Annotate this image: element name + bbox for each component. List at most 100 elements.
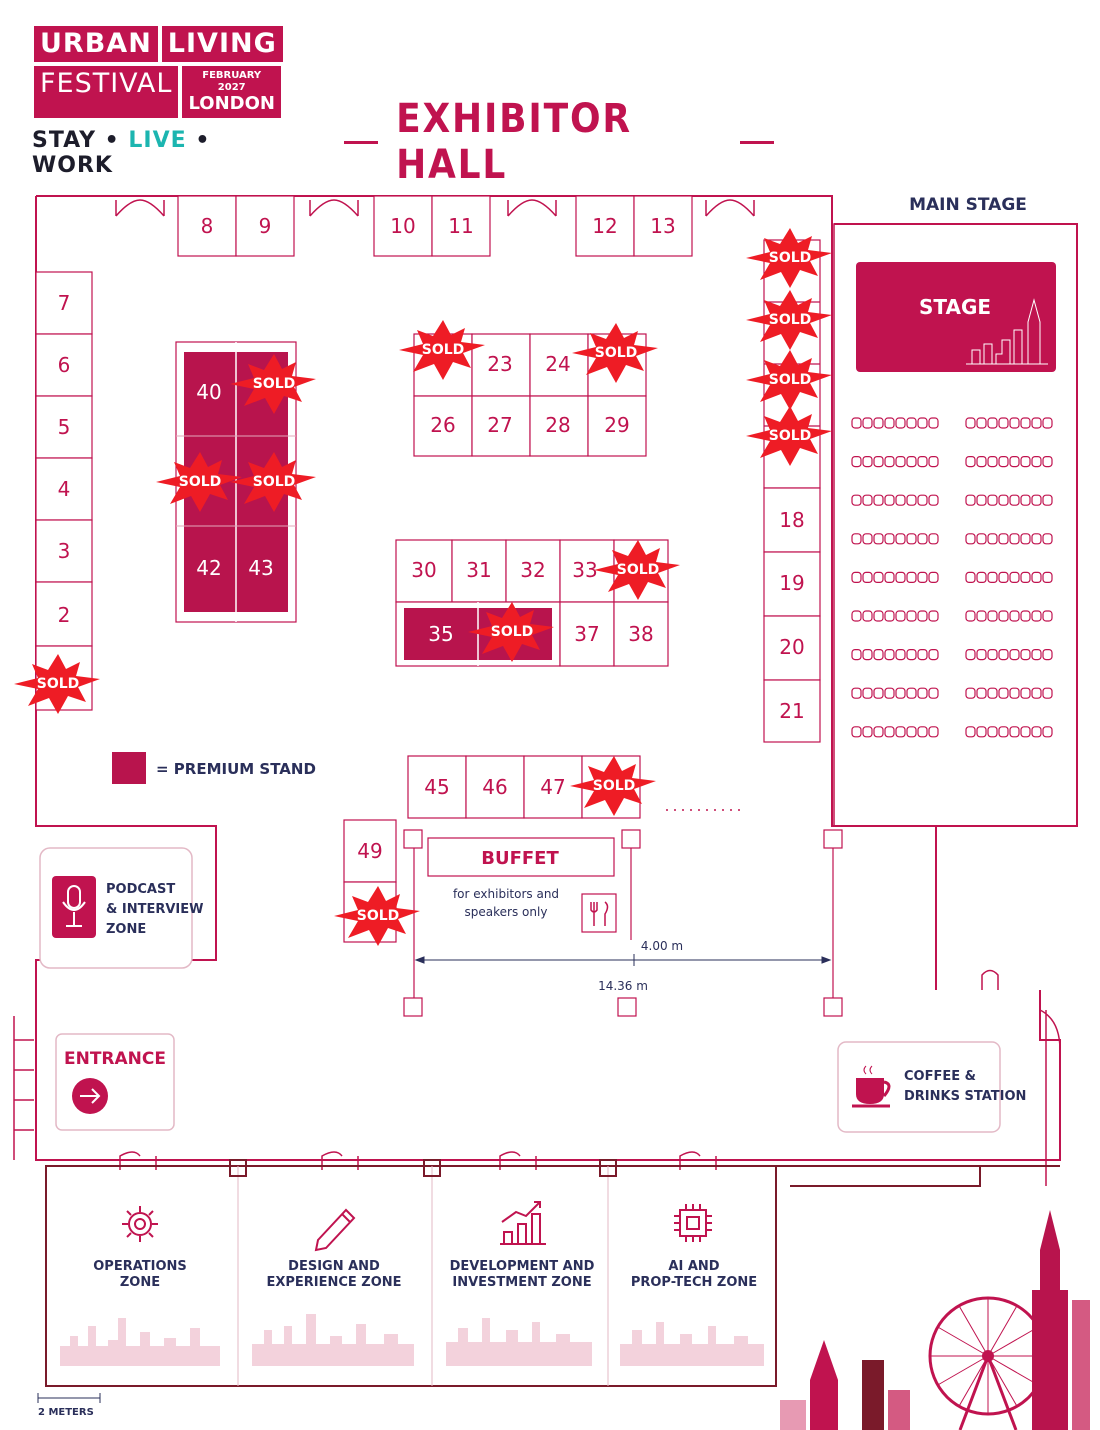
sold-badge: SOLD xyxy=(399,320,485,380)
buffet-note-1: for exhibitors and xyxy=(453,887,559,901)
zone-icons xyxy=(122,1201,712,1252)
stand-number[interactable]: 32 xyxy=(520,558,545,582)
london-skyline-decoration xyxy=(780,1210,1090,1430)
zone-label: EXPERIENCE ZONE xyxy=(266,1275,401,1290)
legend-premium-label: = PREMIUM STAND xyxy=(156,760,316,778)
stand-number[interactable]: 40 xyxy=(196,380,221,404)
svg-text:SOLD: SOLD xyxy=(253,474,296,490)
stand-number[interactable]: 18 xyxy=(779,508,804,532)
zone-label: OPERATIONS xyxy=(93,1259,187,1274)
sold-badge: SOLD xyxy=(468,602,554,662)
skyline-icon xyxy=(966,298,1048,365)
zone-label: DESIGN AND xyxy=(288,1259,380,1274)
stand-number[interactable]: 12 xyxy=(592,214,617,238)
stand-number[interactable]: 4 xyxy=(58,477,71,501)
podcast-label-1: PODCAST xyxy=(106,882,175,897)
stand-number[interactable]: 3 xyxy=(58,539,71,563)
coffee-cup-icon xyxy=(852,1065,891,1108)
stand-number[interactable]: 6 xyxy=(58,353,71,377)
stand-number[interactable]: 10 xyxy=(390,214,415,238)
stand-labels-bottom: 45 46 47 49 xyxy=(357,775,565,863)
stand-number[interactable]: 33 xyxy=(572,558,597,582)
sold-badge: SOLD xyxy=(746,350,832,410)
svg-text:SOLD: SOLD xyxy=(769,372,812,388)
sold-badge: SOLD xyxy=(746,290,832,350)
tagline-live: LIVE xyxy=(128,128,187,153)
stand-number[interactable]: 9 xyxy=(259,214,272,238)
seat-row-icon xyxy=(965,456,1053,468)
zone-skyline-decoration xyxy=(60,1314,764,1366)
stand-number[interactable]: 28 xyxy=(545,413,570,437)
stand-number[interactable]: 45 xyxy=(424,775,449,799)
stand-labels-right: 18 19 20 21 xyxy=(779,508,804,723)
sold-badge: SOLD xyxy=(230,354,316,414)
sold-badge: SOLD xyxy=(746,228,832,288)
stand-number[interactable]: 11 xyxy=(448,214,473,238)
stand-number[interactable]: 20 xyxy=(779,635,804,659)
logo-word-urban: URBAN xyxy=(32,24,160,64)
stand-number[interactable]: 42 xyxy=(196,556,221,580)
sold-badge: SOLD xyxy=(156,452,242,512)
stand-number[interactable]: 13 xyxy=(650,214,675,238)
seat-row-icon xyxy=(851,533,939,545)
stand-number[interactable]: 43 xyxy=(248,556,273,580)
stage-block[interactable] xyxy=(856,262,1056,372)
stand-number[interactable]: 2 xyxy=(58,603,71,627)
tagline-stay: STAY xyxy=(32,128,96,153)
coffee-box[interactable] xyxy=(837,1041,1001,1133)
buffet-title: BUFFET xyxy=(481,848,559,869)
stand-labels-center-a: 23 24 26 27 28 29 xyxy=(430,352,629,437)
dimension-short: 4.00 m xyxy=(641,939,683,953)
stand-number[interactable]: 8 xyxy=(201,214,214,238)
stand-number[interactable]: 7 xyxy=(58,291,71,315)
zone-label: ZONE xyxy=(120,1275,160,1290)
zone-label: PROP-TECH ZONE xyxy=(631,1275,757,1290)
stand-number[interactable]: 24 xyxy=(545,352,570,376)
stands-top-row xyxy=(177,195,693,257)
page-title-wrap: EXHIBITOR HALL xyxy=(344,96,774,188)
dimension-lines xyxy=(414,954,832,966)
tagline-separator: • xyxy=(104,128,120,153)
stand-number[interactable]: 31 xyxy=(466,558,491,582)
main-stage-label: MAIN STAGE xyxy=(909,195,1027,215)
entrance-label: ENTRANCE xyxy=(64,1049,166,1069)
stand-number[interactable]: 37 xyxy=(574,622,599,646)
svg-text:SOLD: SOLD xyxy=(491,624,534,640)
seat-row-icon xyxy=(965,726,1053,738)
legend-premium-swatch xyxy=(112,752,146,784)
growth-chart-icon xyxy=(500,1201,546,1245)
stand-number[interactable]: 19 xyxy=(779,571,804,595)
zone-labels: OPERATIONS ZONE DESIGN AND EXPERIENCE ZO… xyxy=(93,1259,757,1290)
svg-text:SOLD: SOLD xyxy=(769,428,812,444)
stand-number[interactable]: 23 xyxy=(487,352,512,376)
svg-text:SOLD: SOLD xyxy=(595,345,638,361)
dimension-long: 14.36 m xyxy=(598,979,648,993)
sold-badge: SOLD xyxy=(334,886,420,946)
logo-date: FEBRUARY 2027 xyxy=(202,70,262,93)
podcast-label-2: & INTERVIEW xyxy=(106,902,203,917)
page-title: EXHIBITOR HALL xyxy=(396,96,633,188)
stand-number[interactable]: 47 xyxy=(540,775,565,799)
seat-row-icon xyxy=(965,417,1053,429)
stand-number[interactable]: 30 xyxy=(411,558,436,582)
svg-text:SOLD: SOLD xyxy=(769,312,812,328)
stand-number[interactable]: 46 xyxy=(482,775,507,799)
gear-icon xyxy=(122,1206,158,1242)
zone-label: DEVELOPMENT AND xyxy=(450,1259,595,1274)
stand-number[interactable]: 5 xyxy=(58,415,71,439)
seat-row-icon xyxy=(851,571,939,584)
stand-number[interactable]: 35 xyxy=(428,622,453,646)
stand-number[interactable]: 27 xyxy=(487,413,512,437)
stand-number[interactable]: 49 xyxy=(357,839,382,863)
stand-number[interactable]: 38 xyxy=(628,622,653,646)
festival-logo: URBAN LIVING FESTIVAL FEBRUARY 2027 LOND… xyxy=(32,24,285,178)
tagline-separator: • xyxy=(195,128,211,153)
sold-markers: SOLD SOLD SOLD SOLD SOLD SOLD SOLD SOLD … xyxy=(14,228,832,946)
stand-number[interactable]: 21 xyxy=(779,699,804,723)
stand-number[interactable]: 26 xyxy=(430,413,455,437)
zone-label: AI AND xyxy=(668,1259,719,1274)
seat-row-icon xyxy=(965,494,1053,506)
stand-number[interactable]: 29 xyxy=(604,413,629,437)
svg-text:SOLD: SOLD xyxy=(593,778,636,794)
coffee-label-2: DRINKS STATION xyxy=(904,1089,1026,1104)
